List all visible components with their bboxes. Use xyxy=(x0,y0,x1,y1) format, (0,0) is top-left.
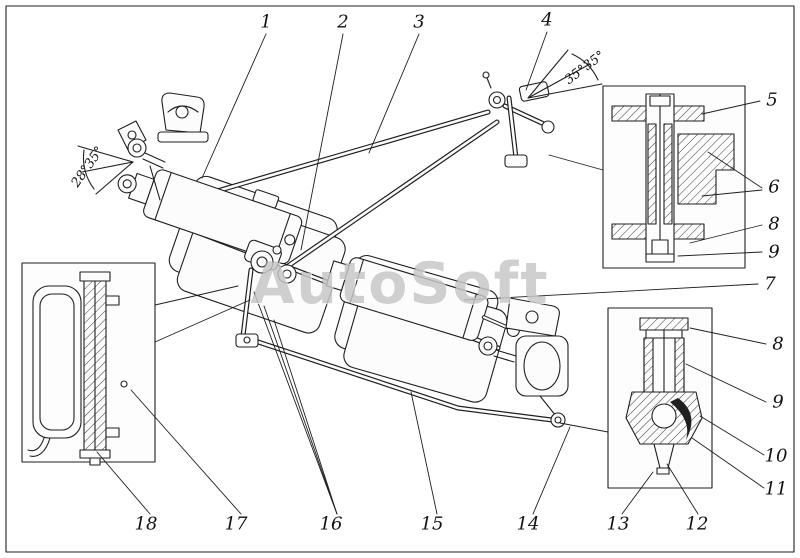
steering-arm-top xyxy=(482,71,555,168)
callout-18: 18 xyxy=(134,513,158,535)
callout-12: 12 xyxy=(685,513,709,535)
callout-15: 15 xyxy=(420,513,444,535)
callout-2: 2 xyxy=(337,11,349,33)
callout-16: 16 xyxy=(319,513,343,535)
callout-8-top: 8 xyxy=(768,213,780,235)
callout-9-bottom: 9 xyxy=(772,391,784,413)
callout-5: 5 xyxy=(766,89,778,111)
callout-17: 17 xyxy=(224,513,248,535)
right-knuckle xyxy=(478,297,569,428)
callout-8-bottom: 8 xyxy=(772,333,784,355)
callout-9-top: 9 xyxy=(768,241,780,263)
detail-box-bottom-right xyxy=(607,307,713,489)
callout-7: 7 xyxy=(764,273,776,295)
detail-box-left xyxy=(21,262,156,466)
callout-4: 4 xyxy=(541,9,553,31)
callout-13: 13 xyxy=(606,513,630,535)
callout-11: 11 xyxy=(764,478,788,500)
callout-14: 14 xyxy=(516,513,540,535)
left-knuckle xyxy=(117,92,209,201)
detail-box-top-right xyxy=(602,85,746,269)
power-cylinder-left xyxy=(117,169,303,265)
leader-lines xyxy=(96,31,767,515)
drag-link-lower xyxy=(285,119,500,269)
callout-6: 6 xyxy=(768,176,780,198)
angle-fan-left xyxy=(77,145,134,195)
frame-border xyxy=(5,5,795,553)
bellcrank-cluster xyxy=(235,239,297,348)
callout-3: 3 xyxy=(413,11,425,33)
angle-fan-right xyxy=(527,49,603,99)
bellcrank-vertical-link xyxy=(240,267,254,339)
tie-rod-bent xyxy=(249,337,555,423)
callout-10: 10 xyxy=(764,445,788,467)
callout-1: 1 xyxy=(260,11,272,33)
